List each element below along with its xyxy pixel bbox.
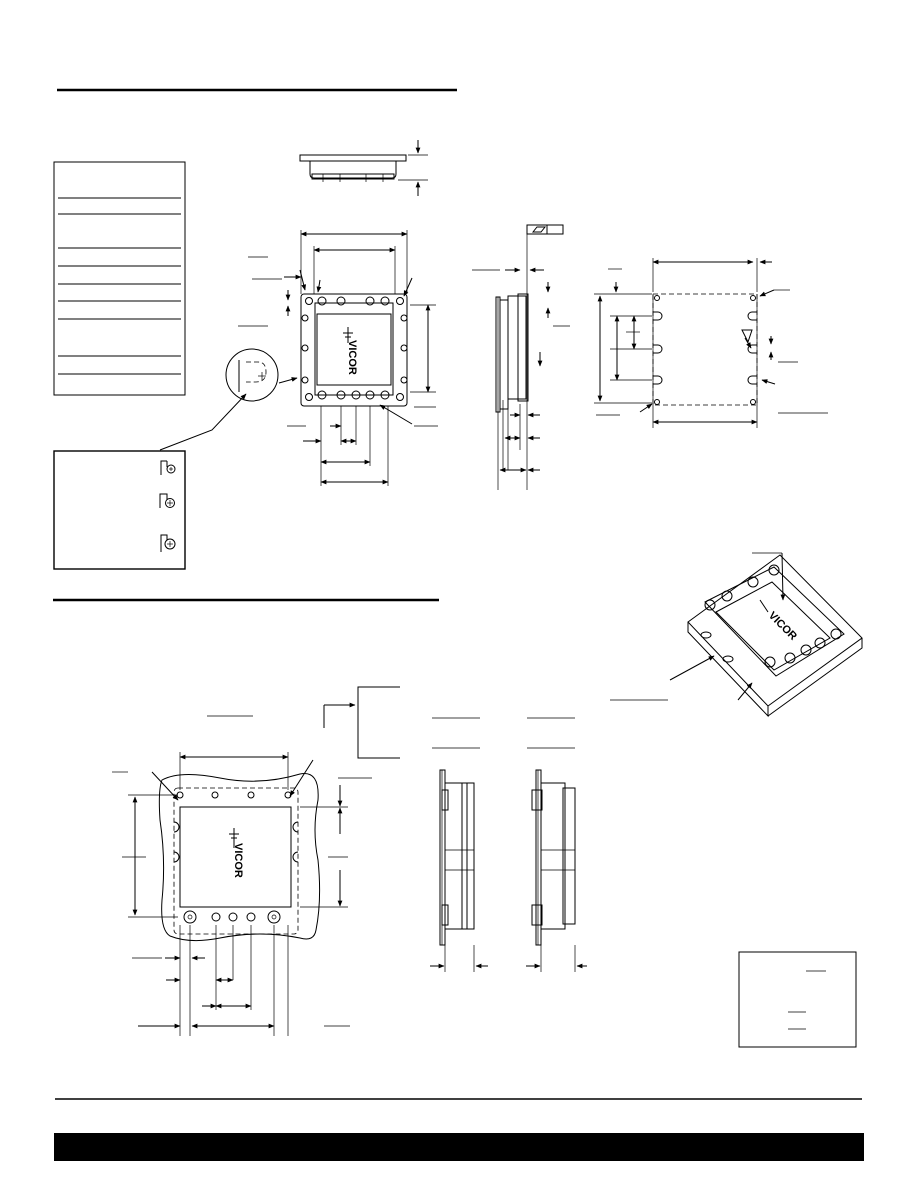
brand-logo-text: VICOR bbox=[766, 610, 799, 643]
spec-table bbox=[53, 161, 186, 396]
module-isometric-view: VICOR bbox=[610, 552, 863, 718]
brand-logo-text: VICOR bbox=[232, 843, 244, 878]
pcb-hole-pattern bbox=[594, 258, 828, 428]
footer-bar bbox=[54, 1133, 864, 1161]
section-bracket bbox=[323, 686, 575, 759]
mounting-slot-icon bbox=[159, 493, 175, 508]
slot-variants-box bbox=[53, 450, 186, 570]
inboard-mounting-view: VICOR bbox=[112, 715, 372, 1036]
module-top-view: VICOR bbox=[238, 230, 438, 486]
vicor-logo: VICOR bbox=[232, 843, 244, 878]
vicor-logo: VICOR bbox=[346, 340, 358, 375]
module-elevation-view bbox=[472, 224, 570, 490]
vicor-logo: VICOR bbox=[766, 610, 799, 643]
mounting-slot-icon bbox=[160, 460, 176, 475]
module-side-view bbox=[299, 140, 428, 196]
flatness-symbol-icon bbox=[531, 225, 548, 234]
detail-callout bbox=[159, 348, 279, 451]
thru-hole-section-views bbox=[430, 769, 587, 972]
legend-box bbox=[738, 951, 857, 1048]
brand-logo-text: VICOR bbox=[346, 340, 358, 375]
mounting-slot-icon bbox=[160, 534, 176, 552]
